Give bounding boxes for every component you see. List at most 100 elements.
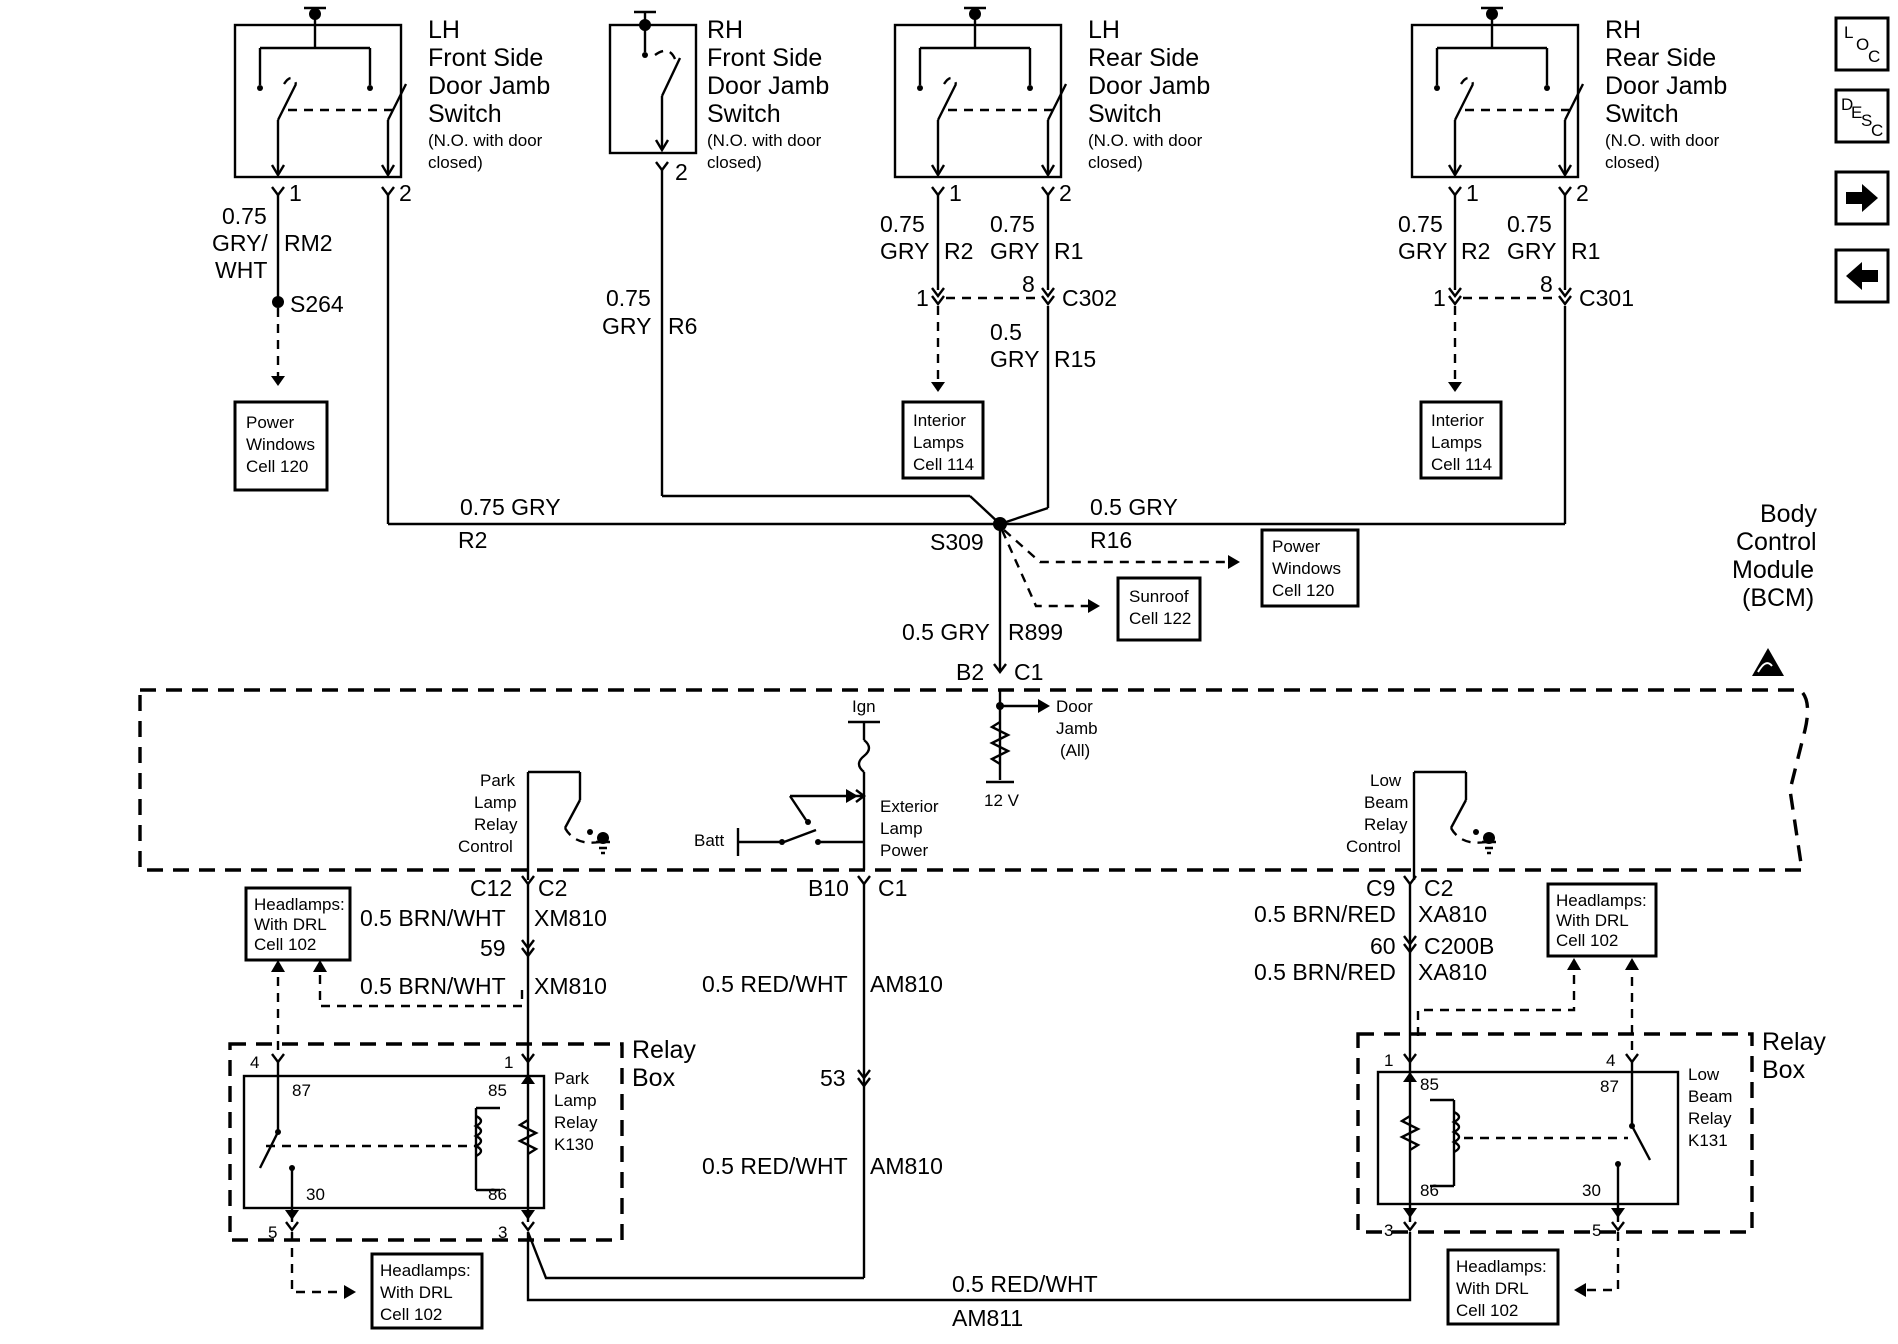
svg-text:Relay: Relay [632,1036,696,1064]
splice-s264 [272,296,284,308]
svg-text:Ign: Ign [852,697,876,716]
arrow-left-icon [1846,262,1878,290]
svg-text:With DRL: With DRL [1456,1279,1529,1298]
svg-text:Power: Power [246,413,295,432]
low-beam-relay-k131: 85 87 86 30 [1376,1062,1680,1222]
svg-text:B10: B10 [808,875,849,901]
svg-text:B2: B2 [956,659,984,685]
svg-text:Park: Park [554,1069,589,1088]
svg-text:(All): (All) [1060,741,1090,760]
esd-warning-icon [1752,648,1784,676]
svg-text:Door Jamb: Door Jamb [707,72,829,100]
svg-text:closed): closed) [428,153,483,172]
svg-text:Windows: Windows [1272,559,1341,578]
ref-headlamps-drl-3[interactable]: Headlamps: With DRL Cell 102 [370,1252,484,1330]
svg-text:GRY: GRY [1398,238,1447,264]
svg-text:85: 85 [1420,1075,1439,1094]
svg-text:Headlamps:: Headlamps: [254,895,345,914]
svg-text:Rear Side: Rear Side [1088,44,1199,72]
svg-text:GRY/: GRY/ [212,230,268,256]
ref-headlamps-drl-1[interactable]: Headlamps: With DRL Cell 102 [244,886,352,962]
svg-text:Cell 120: Cell 120 [246,457,308,476]
svg-text:Control: Control [1346,837,1401,856]
svg-text:C: C [1871,121,1883,140]
svg-text:Cell 114: Cell 114 [913,455,974,474]
svg-text:Door Jamb: Door Jamb [1605,72,1727,100]
svg-text:0.5: 0.5 [990,319,1022,345]
lh-front-door-jamb-switch: LH Front Side Door Jamb Switch (N.O. wit… [233,6,550,179]
svg-text:4: 4 [250,1053,259,1072]
ref-headlamps-drl-4[interactable]: Headlamps: With DRL Cell 102 [1446,1248,1560,1326]
svg-text:Lamps: Lamps [1431,433,1482,452]
svg-text:C200B: C200B [1424,933,1494,959]
svg-text:Exterior: Exterior [880,797,939,816]
svg-text:(N.O. with door: (N.O. with door [1088,131,1203,150]
prev-arrow-button[interactable] [1834,248,1890,304]
ref-power-windows-1[interactable]: Power Windows Cell 120 [233,400,329,492]
svg-text:S: S [1861,111,1872,130]
svg-text:0.5 BRN/RED: 0.5 BRN/RED [1254,901,1396,927]
svg-text:S264: S264 [290,291,344,317]
next-arrow-button[interactable] [1834,170,1890,226]
svg-text:S309: S309 [930,529,984,555]
svg-text:Switch: Switch [1088,100,1162,128]
svg-text:With DRL: With DRL [1556,911,1629,930]
ref-headlamps-drl-2[interactable]: Headlamps: With DRL Cell 102 [1546,882,1658,958]
svg-text:K131: K131 [1688,1131,1728,1150]
svg-text:0.5 BRN/WHT: 0.5 BRN/WHT [360,973,506,999]
svg-text:87: 87 [1600,1077,1619,1096]
svg-text:With DRL: With DRL [380,1283,453,1302]
ref-interior-lamps-2[interactable]: Interior Lamps Cell 114 [1419,400,1503,480]
svg-text:C1: C1 [1014,659,1043,685]
park-lamp-relay-k130: 87 85 30 86 [242,1062,546,1222]
svg-text:closed): closed) [707,153,762,172]
svg-text:0.5 BRN/RED: 0.5 BRN/RED [1254,959,1396,985]
svg-text:Lamp: Lamp [554,1091,597,1110]
svg-text:1: 1 [916,285,929,311]
svg-text:1: 1 [504,1053,513,1072]
svg-text:With DRL: With DRL [254,915,327,934]
svg-text:XA810: XA810 [1418,901,1487,927]
bcm-title: Body Control Module (BCM) [1732,500,1817,612]
svg-text:C9: C9 [1366,875,1395,901]
svg-text:2: 2 [1059,180,1072,206]
svg-text:Low: Low [1688,1065,1720,1084]
svg-text:R1: R1 [1571,238,1600,264]
svg-text:GRY: GRY [990,346,1039,372]
svg-text:R1: R1 [1054,238,1083,264]
svg-text:Park: Park [480,771,515,790]
svg-text:closed): closed) [1088,153,1143,172]
ref-interior-lamps-1[interactable]: Interior Lamps Cell 114 [901,400,985,480]
svg-text:0.5 GRY: 0.5 GRY [902,619,990,645]
svg-text:Lamps: Lamps [913,433,964,452]
svg-text:1: 1 [1466,180,1479,206]
svg-text:0.75: 0.75 [880,211,925,237]
svg-text:0.75: 0.75 [990,211,1035,237]
svg-text:3: 3 [498,1223,507,1242]
svg-text:Headlamps:: Headlamps: [1456,1257,1547,1276]
ref-power-windows-2[interactable]: Power Windows Cell 120 [1260,528,1360,608]
svg-text:GRY: GRY [602,313,651,339]
svg-text:Switch: Switch [707,100,781,128]
svg-text:R16: R16 [1090,527,1132,553]
svg-text:1: 1 [289,180,302,206]
svg-text:Jamb: Jamb [1056,719,1098,738]
svg-text:0.5 BRN/WHT: 0.5 BRN/WHT [360,905,506,931]
svg-text:E: E [1851,103,1862,122]
svg-text:Relay: Relay [554,1113,598,1132]
svg-text:C301: C301 [1579,285,1634,311]
svg-text:0.75: 0.75 [606,285,651,311]
svg-text:XM810: XM810 [534,973,607,999]
svg-text:K130: K130 [554,1135,594,1154]
svg-text:Switch: Switch [1605,100,1679,128]
svg-text:LH: LH [1088,16,1120,44]
pull-up-resistor [989,720,1011,766]
ref-sunroof[interactable]: Sunroof Cell 122 [1116,576,1202,642]
svg-text:XA810: XA810 [1418,959,1487,985]
svg-text:XM810: XM810 [534,905,607,931]
loc-button[interactable]: L O C [1834,16,1890,72]
desc-button[interactable]: D E S C [1834,88,1890,144]
svg-text:Cell 122: Cell 122 [1129,609,1191,628]
svg-text:5: 5 [268,1223,277,1242]
svg-text:R2: R2 [1461,238,1490,264]
